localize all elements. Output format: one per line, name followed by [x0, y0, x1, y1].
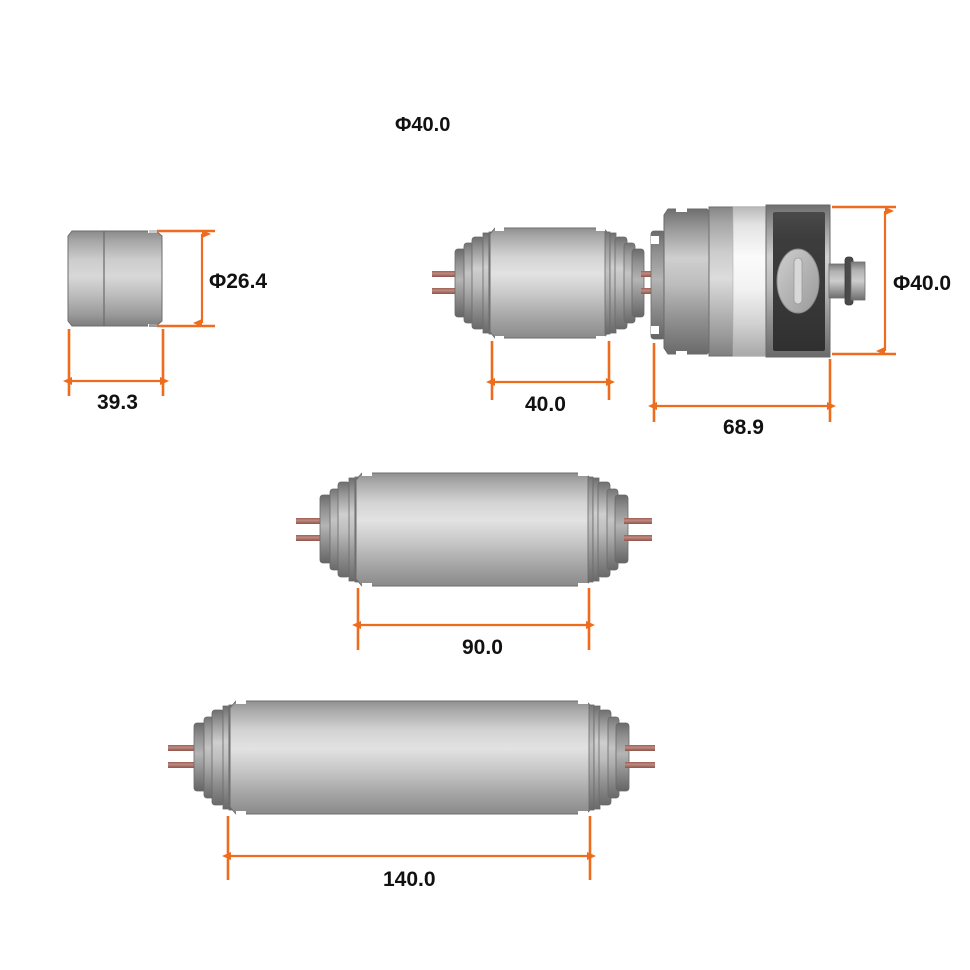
notch-tr: [578, 471, 588, 476]
gm-output-shaft: [828, 263, 848, 299]
ring-left-a: [482, 232, 490, 334]
hub-left-outer: [211, 709, 225, 806]
hub-right-inner: [631, 248, 645, 318]
gearmotor-length-label: 68.9: [723, 416, 764, 439]
gm-boss-slot: [793, 257, 803, 305]
pin-left-lower: [432, 288, 458, 294]
sleeve-length-label: 39.3: [97, 391, 138, 414]
dimension-gearmotor-length: 68.9: [648, 343, 836, 439]
notch-bl: [495, 336, 504, 341]
sleeve-diameter-label: Φ26.4: [209, 270, 267, 293]
ring-right-b: [604, 231, 611, 335]
dimension-motor40-length: 40.0: [486, 341, 615, 416]
sleeve-body: [67, 230, 163, 327]
view-motor-90: [296, 471, 652, 588]
motor90-barrel: [355, 472, 593, 587]
dimension-gearmotor-diameter: Φ40.0: [832, 205, 951, 356]
notch-bl: [362, 583, 372, 588]
notch-br: [578, 811, 588, 816]
notch-tr: [578, 699, 588, 704]
gm-flange-notch-bottom: [676, 351, 687, 357]
notch-tl: [362, 471, 372, 476]
view-motor-140: [168, 699, 655, 816]
view-plain-sleeve: [67, 228, 163, 329]
ring-left-a: [348, 477, 356, 582]
gm-rear-flange: [663, 208, 713, 355]
dimension-sleeve-diameter: Φ26.4: [157, 229, 267, 328]
gm-rear-notch-bottom: [651, 326, 659, 334]
pin-left-upper: [296, 518, 324, 524]
ring-right-b: [588, 704, 595, 811]
hub-left-outer: [471, 236, 485, 330]
pin-left-lower: [168, 762, 198, 768]
dimension-motor90-length: 90.0: [352, 588, 595, 659]
gearmotor-diameter-label: Φ40.0: [893, 272, 951, 295]
motor40-barrel: [489, 227, 610, 339]
gm-bright-band: [732, 206, 770, 357]
pin-right-lower: [625, 762, 655, 768]
notch-tl: [236, 699, 246, 704]
notch-br: [596, 336, 605, 341]
ring-right-b: [587, 476, 594, 583]
notch-bl: [236, 811, 246, 816]
hub-left-outer: [337, 481, 351, 578]
dimension-sleeve-length: 39.3: [63, 329, 169, 414]
sleeve-notch-top-fill: [149, 230, 157, 233]
motor140-barrel: [229, 700, 594, 815]
pin-left-lower: [296, 535, 324, 541]
gm-rear-hub: [650, 230, 666, 340]
pin-left-upper: [432, 271, 458, 277]
dimension-motor140-length: 140.0: [222, 816, 596, 891]
view-motor-40: [432, 226, 667, 341]
notch-br: [578, 583, 588, 588]
ring-left-a: [222, 705, 230, 810]
motor40-length-label: 40.0: [525, 393, 566, 416]
notch-tl: [495, 226, 504, 231]
hub-right-inner: [615, 722, 630, 792]
gm-rear-notch-top: [651, 236, 659, 244]
top-diameter-label: Φ40.0: [395, 114, 450, 136]
pin-right-upper: [625, 745, 655, 751]
notch-tr: [596, 226, 605, 231]
pin-right-lower: [624, 535, 652, 541]
gm-shaft-nut: [850, 261, 866, 301]
motor90-length-label: 90.0: [462, 636, 503, 659]
motor140-length-label: 140.0: [383, 868, 436, 891]
sleeve-notch-bottom-fill: [149, 324, 157, 327]
pin-right-upper: [624, 518, 652, 524]
pin-left-upper: [168, 745, 198, 751]
hub-right-inner: [614, 494, 629, 564]
gm-flange-notch-top: [676, 206, 687, 212]
view-gearmotor: [650, 204, 866, 358]
